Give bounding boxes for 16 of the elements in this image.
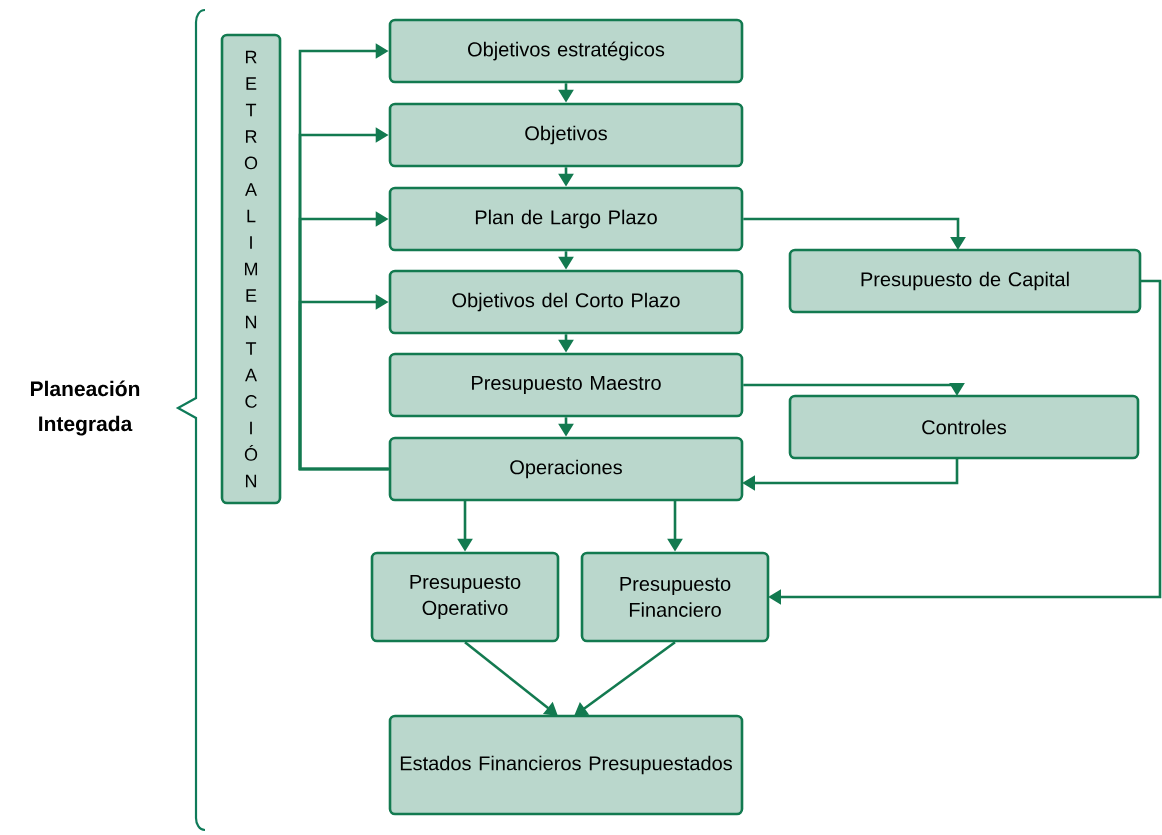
process-box: Presupuesto Financiero bbox=[580, 551, 770, 643]
process-box: Presupuesto de Capital bbox=[788, 248, 1142, 314]
process-box: Operaciones bbox=[388, 436, 744, 502]
process-box: Plan de Largo Plazo bbox=[388, 186, 744, 252]
process-box: Objetivos del Corto Plazo bbox=[388, 269, 744, 335]
arrow bbox=[464, 641, 558, 716]
arrow bbox=[574, 641, 676, 716]
process-box: Objetivos bbox=[388, 102, 744, 168]
process-box: Presupuesto Operativo bbox=[370, 551, 560, 643]
process-box: Estados Financieros Presupuestados bbox=[388, 714, 744, 816]
process-box: Presupuesto Maestro bbox=[388, 352, 744, 418]
process-box: Controles bbox=[788, 394, 1140, 460]
process-box: RETROALIMENTACIÓN bbox=[220, 33, 282, 505]
process-box: Objetivos estratégicos bbox=[388, 18, 744, 84]
side-label: Planeación Integrada bbox=[31, 380, 140, 436]
arrow bbox=[298, 294, 389, 471]
